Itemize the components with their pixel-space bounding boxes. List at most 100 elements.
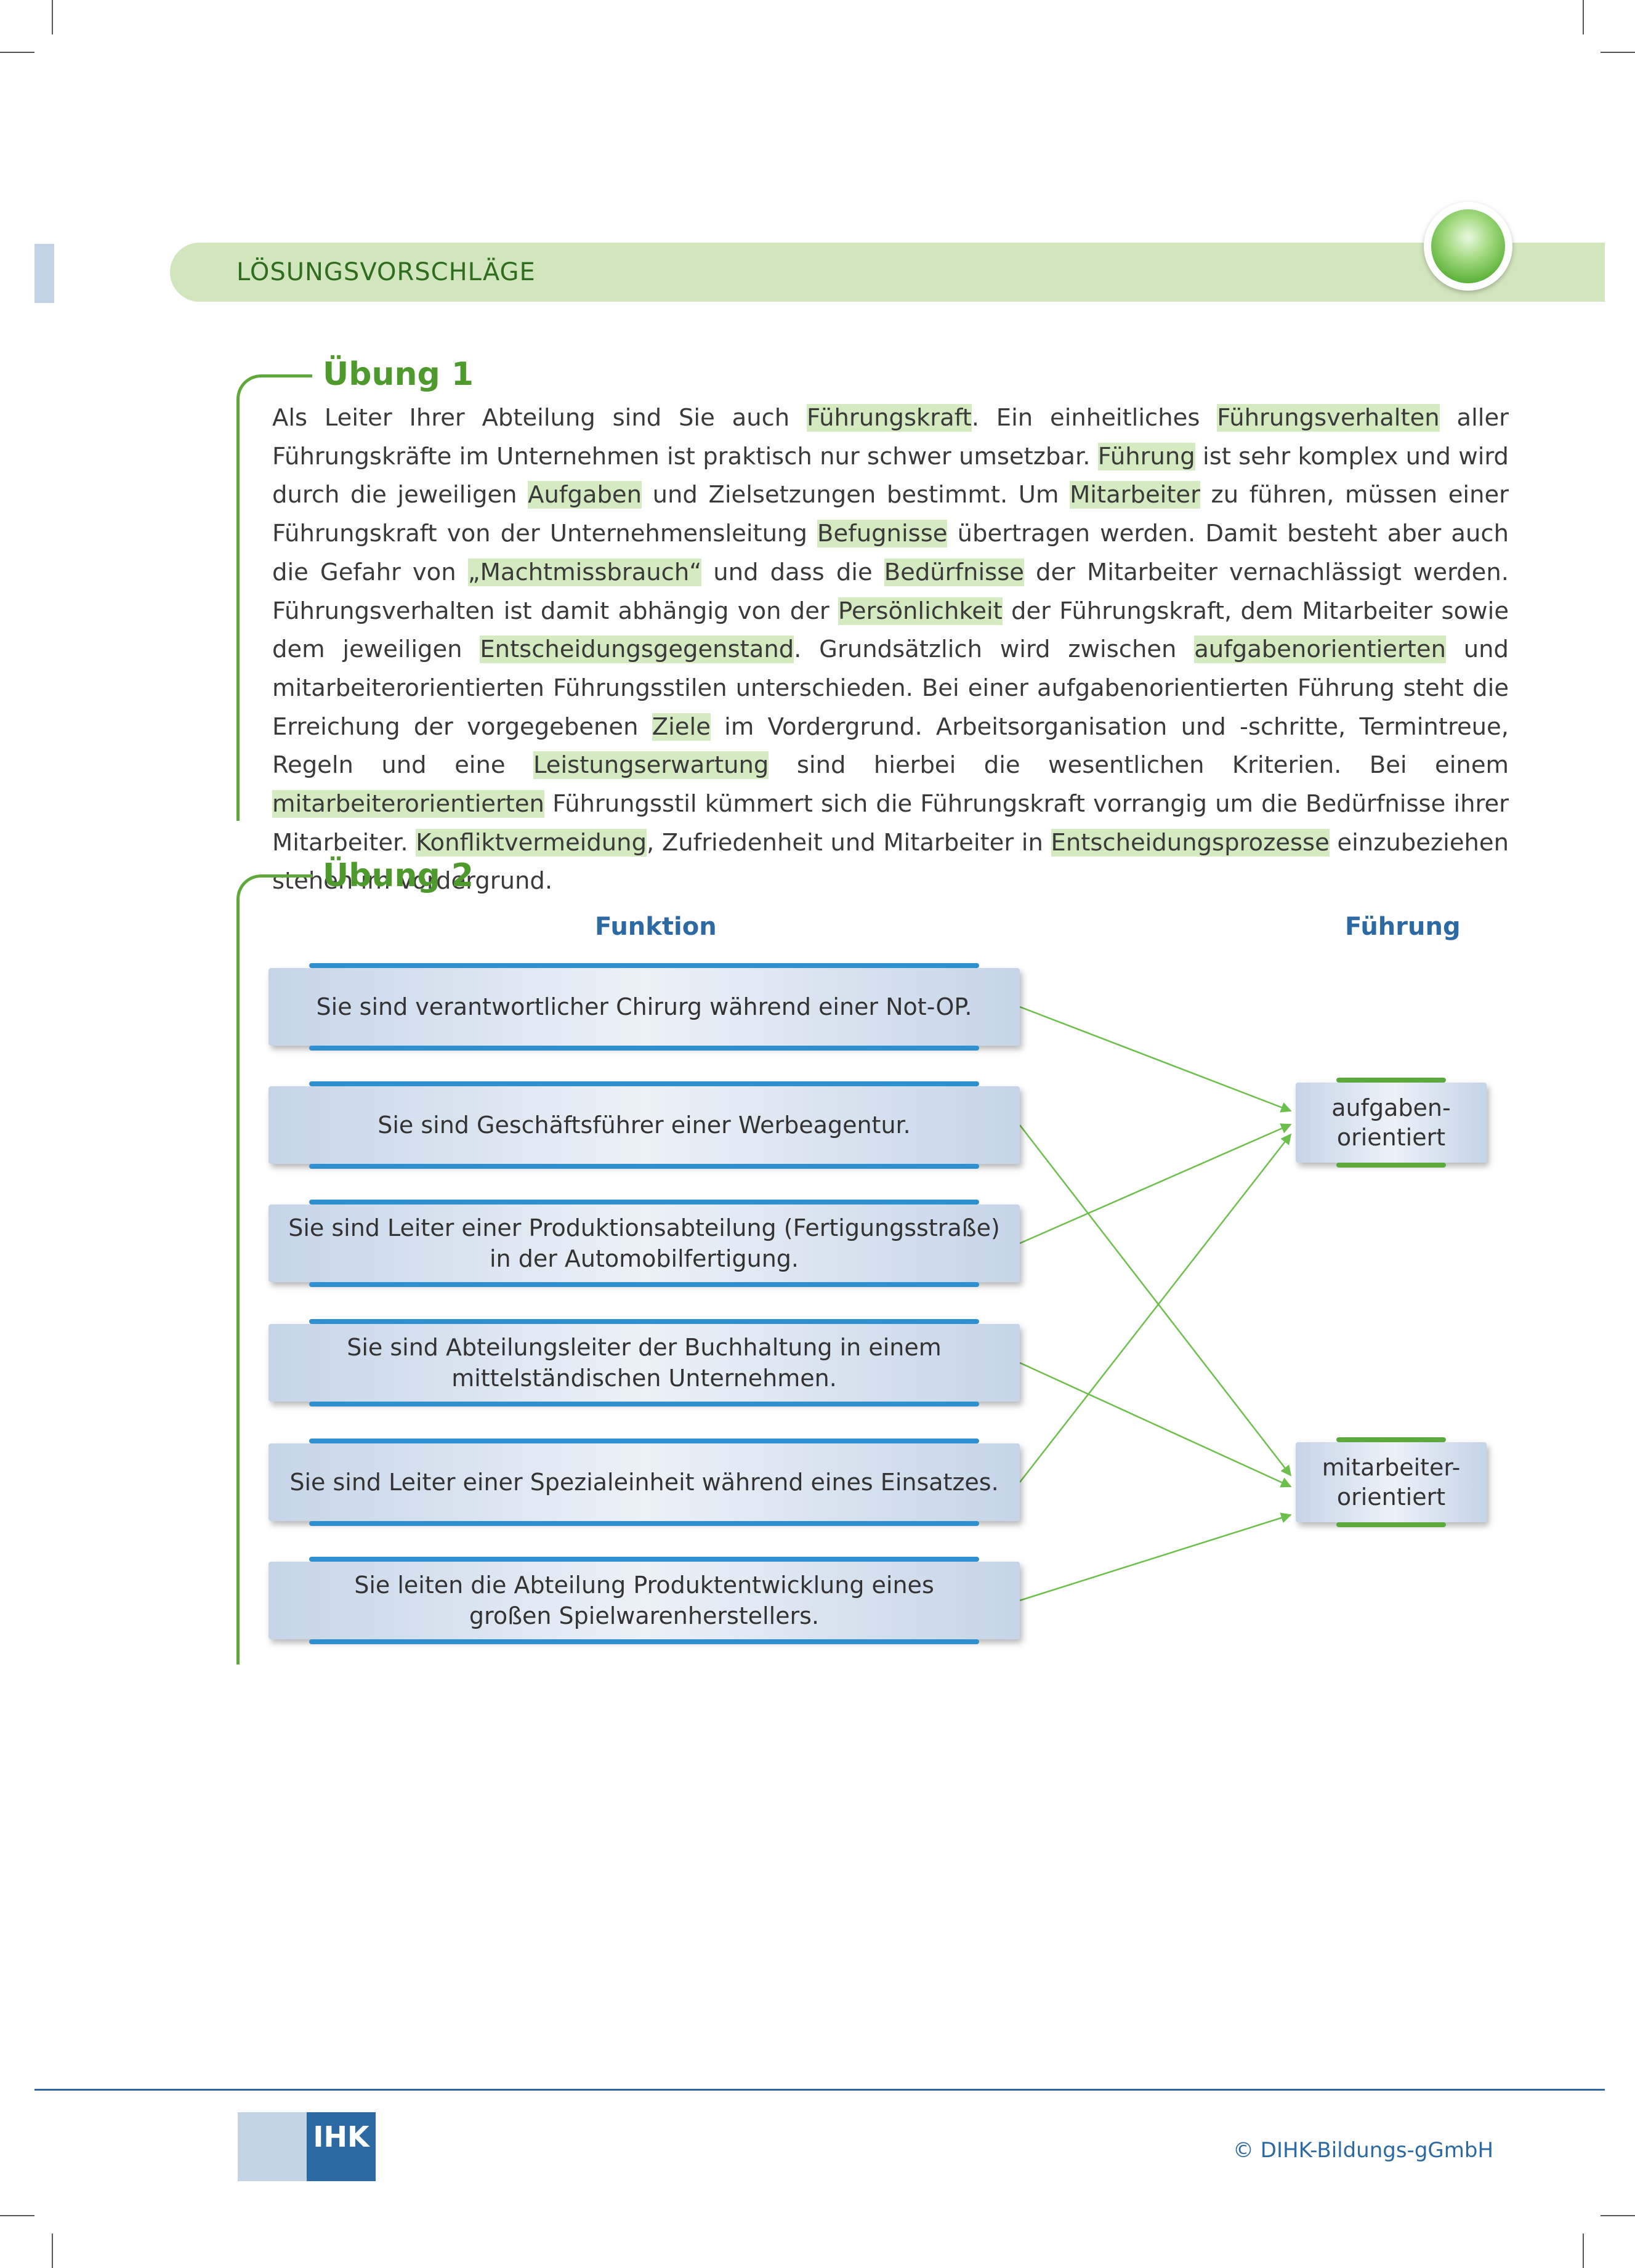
function-box: Sie leiten die Abteilung Produktentwickl… bbox=[268, 1557, 1020, 1644]
highlighted-term: Führungskraft bbox=[807, 404, 972, 432]
text-segment: übertragen werden. Damit besteht aber au… bbox=[272, 520, 1509, 586]
highlighted-term: Entscheidungsprozesse bbox=[1051, 828, 1330, 857]
column-header-fuehrung: Führung bbox=[1345, 913, 1461, 941]
style-line: mitarbeiter- bbox=[1322, 1454, 1461, 1481]
connection-arrow bbox=[1019, 1133, 1292, 1483]
exercise2-bracket bbox=[236, 874, 312, 1665]
function-text: Sie leiten die Abteilung Produktentwickl… bbox=[354, 1570, 934, 1631]
function-line: mittelständischen Unternehmen. bbox=[451, 1365, 837, 1392]
decorative-circle-icon bbox=[1424, 202, 1512, 291]
text-segment: Führungsstil kümmert sich die Führungskr… bbox=[272, 790, 1509, 857]
exercise1-title: Übung 1 bbox=[323, 356, 474, 393]
function-line: Sie sind Geschäftsführer einer Werbeagen… bbox=[377, 1112, 911, 1139]
function-text: Sie sind Abteilungsleiter der Buchhaltun… bbox=[347, 1332, 942, 1394]
box-accent-bar bbox=[1336, 1437, 1446, 1442]
page-title: LÖSUNGSVORSCHLÄGE bbox=[236, 258, 536, 286]
text-segment: zu führen, müssen einer Führungskraft vo… bbox=[272, 481, 1509, 548]
highlighted-term: Führungsverhalten bbox=[1217, 404, 1440, 432]
function-line: Sie sind Leiter einer Produktionsabteilu… bbox=[288, 1214, 1000, 1241]
crop-mark bbox=[0, 52, 34, 53]
crop-mark bbox=[0, 2215, 34, 2216]
header-band: LÖSUNGSVORSCHLÄGE bbox=[170, 243, 1605, 302]
style-line: orientiert bbox=[1336, 1124, 1446, 1151]
text-segment: . Grundsätzlich wird zwischen bbox=[794, 636, 1195, 664]
box-accent-bar bbox=[309, 1557, 979, 1562]
side-tab bbox=[34, 244, 54, 303]
highlighted-term: Mitarbeiter bbox=[1070, 481, 1200, 509]
box-accent-bar bbox=[1336, 1078, 1446, 1083]
text-segment: und Zielsetzungen bestimmt. Um bbox=[642, 481, 1070, 509]
box-accent-bar bbox=[309, 1046, 979, 1051]
connection-arrow bbox=[1019, 1124, 1292, 1477]
text-segment: und mitarbeiterorientierten Führungsstil… bbox=[272, 636, 1509, 741]
footer-divider bbox=[34, 2089, 1605, 2091]
logo-accent bbox=[238, 2112, 307, 2181]
function-line: Sie sind Leiter einer Spezialeinheit wäh… bbox=[289, 1469, 999, 1496]
highlighted-term: Entscheidungsgegenstand bbox=[480, 636, 794, 664]
ihk-logo: IHK bbox=[307, 2112, 376, 2181]
function-text: Sie sind Geschäftsführer einer Werbeagen… bbox=[377, 1110, 911, 1140]
box-accent-bar bbox=[309, 1402, 979, 1406]
function-line: Sie sind verantwortlicher Chirurg währen… bbox=[316, 993, 972, 1020]
text-segment: ist sehr komplex und wird durch die jewe… bbox=[272, 442, 1509, 509]
exercise2-title: Übung 2 bbox=[323, 857, 474, 894]
text-segment: im Vordergrund. Arbeitsorganisation und … bbox=[272, 712, 1509, 780]
crop-mark bbox=[52, 2234, 53, 2268]
style-line: orientiert bbox=[1336, 1483, 1446, 1511]
function-line: in der Automobilfertigung. bbox=[490, 1245, 799, 1272]
connection-arrow bbox=[1019, 1362, 1292, 1488]
box-accent-bar bbox=[309, 1282, 979, 1287]
box-accent-bar bbox=[309, 1200, 979, 1205]
box-accent-bar bbox=[309, 1081, 979, 1086]
highlighted-term: Bedürfnisse bbox=[884, 558, 1024, 586]
text-segment: , Zufriedenheit und Mitarbeiter in bbox=[647, 828, 1051, 857]
box-accent-bar bbox=[309, 1164, 979, 1169]
function-text: Sie sind verantwortlicher Chirurg währen… bbox=[317, 991, 972, 1022]
connection-arrow bbox=[1019, 1006, 1292, 1113]
text-segment: sind hierbei die wesentlichen Kriterien.… bbox=[769, 751, 1509, 780]
highlighted-term: Konfliktvermeidung bbox=[416, 828, 647, 857]
crop-mark bbox=[1583, 0, 1584, 34]
box-accent-bar bbox=[309, 1319, 979, 1324]
highlighted-term: Ziele bbox=[652, 712, 711, 741]
crop-mark bbox=[1583, 2234, 1584, 2268]
copyright-text: © DIHK-Bildungs-gGmbH bbox=[1233, 2138, 1494, 2163]
leadership-style-box: aufgaben-orientiert bbox=[1296, 1078, 1487, 1168]
highlighted-term: aufgabenorientierten bbox=[1194, 636, 1446, 664]
highlighted-term: Führung bbox=[1097, 442, 1195, 470]
crop-mark bbox=[1601, 52, 1635, 53]
exercise1-bracket bbox=[236, 374, 312, 821]
function-box: Sie sind Leiter einer Produktionsabteilu… bbox=[268, 1200, 1020, 1287]
box-accent-bar bbox=[309, 963, 979, 968]
column-header-funktion: Funktion bbox=[595, 913, 717, 941]
crop-mark bbox=[52, 0, 53, 34]
box-accent-bar bbox=[309, 1639, 979, 1644]
style-line: aufgaben- bbox=[1331, 1094, 1451, 1121]
function-text: Sie sind Leiter einer Produktionsabteilu… bbox=[288, 1213, 1000, 1274]
exercise1-text: Als Leiter Ihrer Abteilung sind Sie auch… bbox=[272, 399, 1509, 901]
function-box: Sie sind Geschäftsführer einer Werbeagen… bbox=[268, 1081, 1020, 1169]
highlighted-term: Persönlichkeit bbox=[838, 597, 1003, 625]
text-segment: der Führungskraft, dem Mitarbeiter sowie… bbox=[272, 597, 1509, 664]
box-accent-bar bbox=[1336, 1163, 1446, 1168]
box-accent-bar bbox=[1336, 1522, 1446, 1527]
text-segment: und dass die bbox=[701, 558, 884, 586]
function-line: Sie leiten die Abteilung Produktentwickl… bbox=[354, 1572, 934, 1599]
function-box: Sie sind Abteilungsleiter der Buchhaltun… bbox=[268, 1319, 1020, 1406]
highlighted-term: „Machtmissbrauch“ bbox=[467, 558, 702, 586]
box-accent-bar bbox=[309, 1521, 979, 1526]
connection-arrow bbox=[1019, 1512, 1292, 1602]
function-text: Sie sind Leiter einer Spezialeinheit wäh… bbox=[289, 1467, 998, 1498]
box-accent-bar bbox=[309, 1439, 979, 1443]
crop-mark bbox=[1601, 2215, 1635, 2216]
function-line: großen Spielwarenherstellers. bbox=[469, 1602, 820, 1629]
highlighted-term: Befugnisse bbox=[817, 520, 948, 548]
text-segment: aller Führungskräfte im Unternehmen ist … bbox=[272, 404, 1509, 470]
highlighted-term: Leistungserwartung bbox=[533, 751, 769, 780]
function-line: Sie sind Abteilungsleiter der Buchhaltun… bbox=[347, 1334, 942, 1361]
text-segment: der Mitarbeiter vernachlässigt werden. F… bbox=[272, 558, 1509, 625]
leadership-style-box: mitarbeiter-orientiert bbox=[1296, 1437, 1487, 1527]
highlighted-term: Aufgaben bbox=[528, 481, 642, 509]
style-text: aufgaben-orientiert bbox=[1331, 1093, 1450, 1152]
